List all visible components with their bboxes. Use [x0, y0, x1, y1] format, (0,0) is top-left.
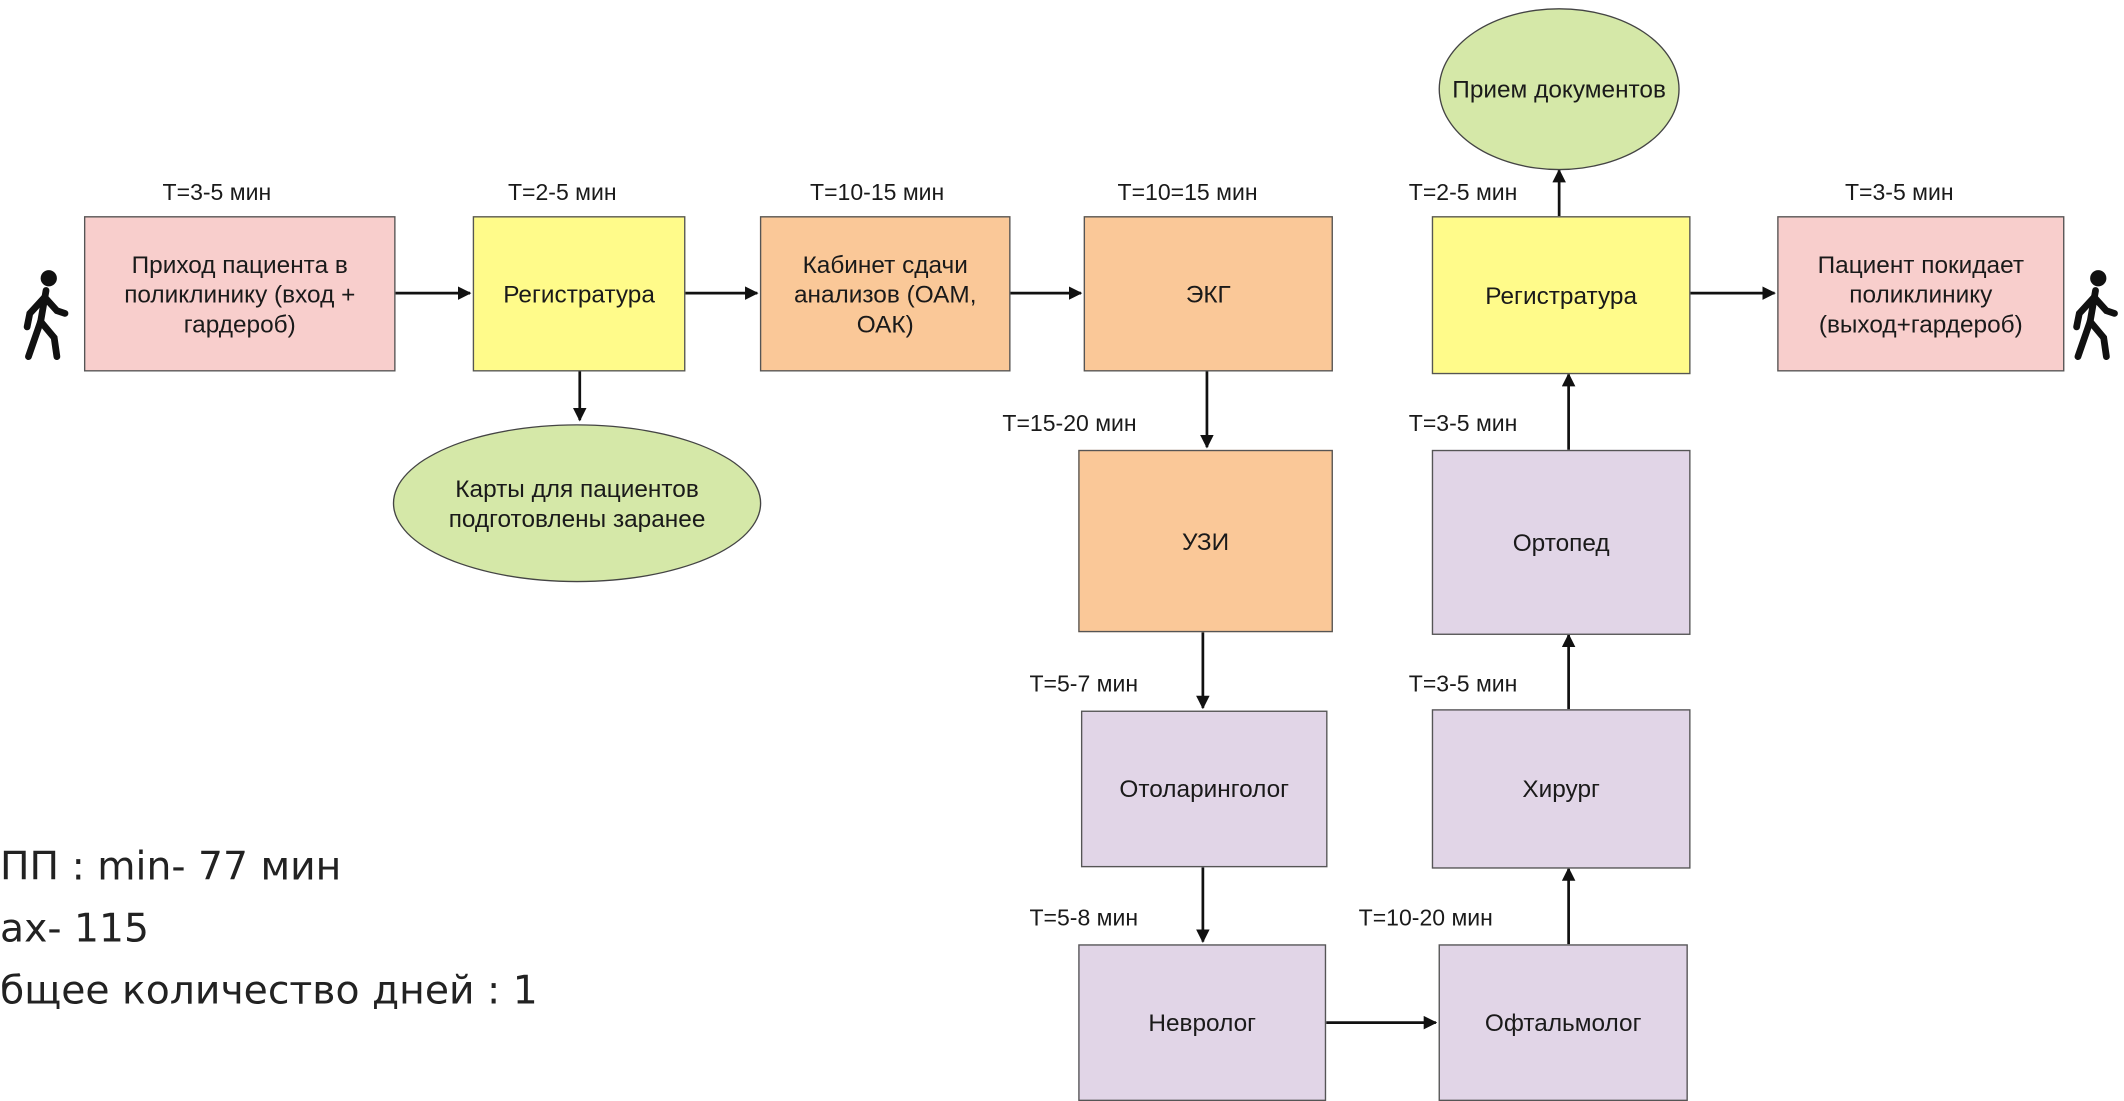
surgeon-label: Хирург: [1522, 775, 1600, 803]
time-label-ecg: Т=10=15 мин: [1117, 179, 1258, 206]
cards-label: Карты для пациентов подготовлены заранее: [448, 474, 706, 532]
ecg-label: ЭКГ: [1185, 280, 1231, 308]
time-label-neurologist: Т=5-8 мин: [1029, 905, 1139, 931]
registry-box-1: Регистратура: [472, 216, 686, 372]
usg-label: УЗИ: [1181, 527, 1230, 555]
leave-label: Пациент покидает поликлинику (выход+гард…: [1817, 250, 2025, 338]
summary-line-3: бщее количество дней : 1: [0, 967, 538, 1014]
orthopedist-box: Ортопед: [1431, 449, 1691, 635]
ent-box: Отоларинголог: [1080, 710, 1328, 868]
orthopedist-label: Ортопед: [1512, 528, 1610, 556]
ophthalmologist-box: Офтальмолог: [1438, 944, 1688, 1101]
time-label-orthopedist: Т=3-5 мин: [1408, 410, 1518, 437]
ecg-box: ЭКГ: [1083, 216, 1333, 372]
time-label-arrival: Т=3-5 мин: [162, 179, 272, 206]
time-label-leave: Т=3-5 мин: [1844, 179, 1954, 206]
time-label-ent: Т=5-7 мин: [1029, 671, 1139, 698]
cards-ellipse: Карты для пациентов подготовлены заранее: [392, 424, 762, 583]
time-label-surgeon: Т=3-5 мин: [1408, 671, 1518, 698]
surgeon-box: Хирург: [1431, 709, 1691, 869]
time-label-tests: Т=10-15 мин: [810, 179, 945, 206]
neurologist-box: Невролог: [1078, 944, 1327, 1101]
time-label-registry-1: Т=2-5 мин: [507, 179, 617, 206]
summary-line-2: ax- 115: [0, 905, 149, 952]
time-label-ophthalmologist: Т=10-20 мин: [1358, 905, 1493, 931]
documents-label: Прием документов: [1452, 75, 1666, 103]
walking-person-icon: [2073, 270, 2118, 361]
walking-person-icon: [23, 270, 69, 361]
arrival-label: Приход пациента в поликлинику (вход + га…: [124, 250, 356, 338]
registry-box-2: Регистратура: [1431, 216, 1691, 375]
summary-text: ПП : min- 77 мин ax- 115 бщее количество…: [0, 835, 538, 1021]
ent-label: Отоларинголог: [1119, 775, 1290, 803]
tests-label: Кабинет сдачи анализов (ОАМ, ОАК): [793, 250, 977, 338]
time-label-registry-2: Т=2-5 мин: [1408, 179, 1518, 206]
registry-label-1: Регистратура: [503, 280, 655, 308]
registry-label-2: Регистратура: [1485, 281, 1638, 309]
ophthalmologist-label: Офтальмолог: [1484, 1009, 1642, 1037]
documents-ellipse: Прием документов: [1438, 8, 1680, 171]
usg-box: УЗИ: [1078, 449, 1333, 633]
leave-box: Пациент покидает поликлинику (выход+гард…: [1777, 216, 2065, 372]
arrival-box: Приход пациента в поликлинику (вход + га…: [83, 216, 396, 372]
time-label-usg: Т=15-20 мин: [1002, 410, 1137, 437]
tests-box: Кабинет сдачи анализов (ОАМ, ОАК): [759, 216, 1011, 372]
neurologist-label: Невролог: [1148, 1009, 1257, 1037]
summary-line-1: ПП : min- 77 мин: [0, 842, 342, 889]
